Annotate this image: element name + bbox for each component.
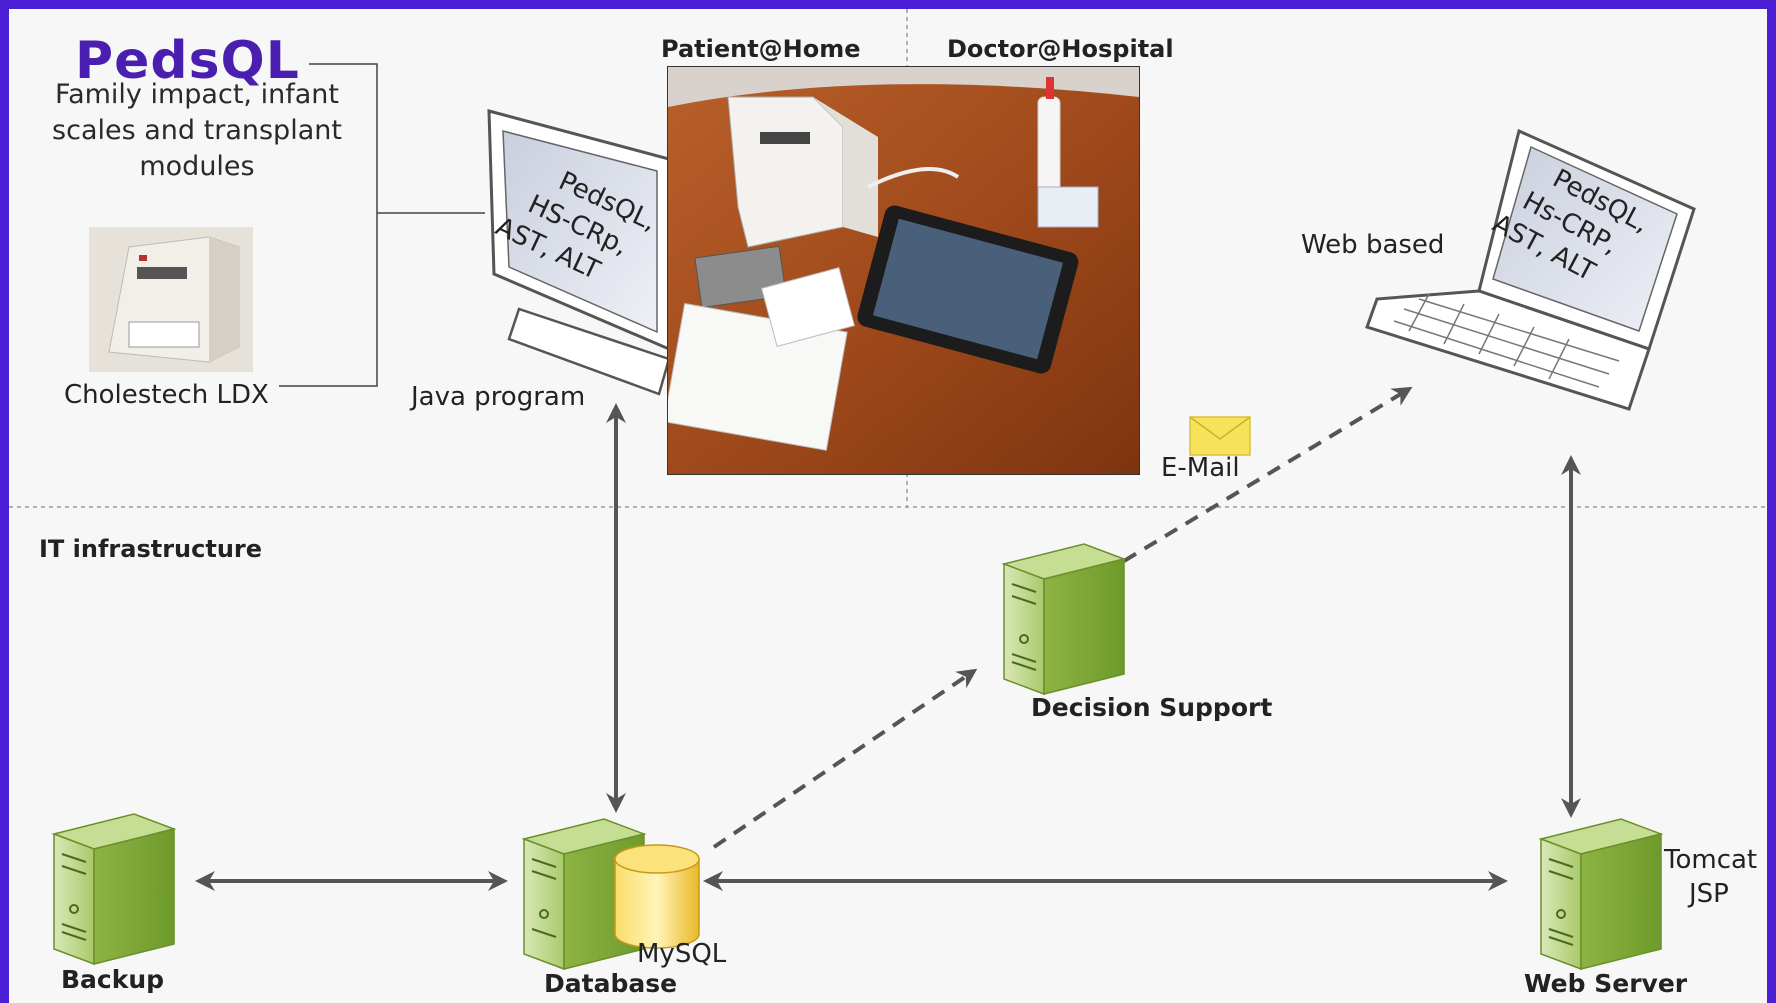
java-program-label: Java program [411, 382, 586, 412]
envelope-icon [1189, 416, 1251, 456]
arrow-decision-laptop [1122, 386, 1413, 563]
pedsql-title: PedsQL [75, 31, 300, 91]
decision-support-server-icon [1001, 543, 1127, 696]
arrow-database-decision [712, 668, 978, 849]
decision-support-label: Decision Support [1031, 693, 1273, 722]
diagram-canvas: PedsQL, HS-CRp, AST, ALT PedsQL, Hs-CRP,… [9, 9, 1767, 1003]
web-server-label: Web Server [1524, 969, 1688, 998]
jsp-label: JSP [1689, 879, 1729, 909]
subtitle-line-3: modules [139, 151, 255, 182]
backup-label: Backup [61, 965, 165, 994]
subtitle-line-1: Family impact, infant [55, 79, 339, 110]
device-photo-drawing [668, 67, 1139, 474]
bracket-line [279, 63, 378, 387]
diagram-connectors: PedsQL, HS-CRp, AST, ALT PedsQL, Hs-CRP,… [9, 9, 1767, 971]
database-label: Database [544, 969, 678, 998]
mysql-cylinder-icon [614, 844, 700, 949]
subtitle-line-2: scales and transplant [52, 115, 342, 146]
tomcat-label: Tomcat [1664, 845, 1758, 875]
section-doctor-hospital: Doctor@Hospital [947, 35, 1174, 63]
section-it-infrastructure: IT infrastructure [39, 535, 263, 563]
mysql-label: MySQL [637, 939, 727, 969]
cholestech-device-image [89, 227, 253, 372]
device-photo [667, 66, 1140, 475]
email-label: E-Mail [1161, 453, 1240, 483]
laptop-icon [1365, 128, 1696, 411]
backup-server-icon [51, 813, 177, 966]
section-patient-home: Patient@Home [661, 35, 861, 63]
web-based-label: Web based [1301, 230, 1445, 260]
web-server-icon [1538, 818, 1664, 971]
cholestech-label: Cholestech LDX [64, 380, 269, 410]
